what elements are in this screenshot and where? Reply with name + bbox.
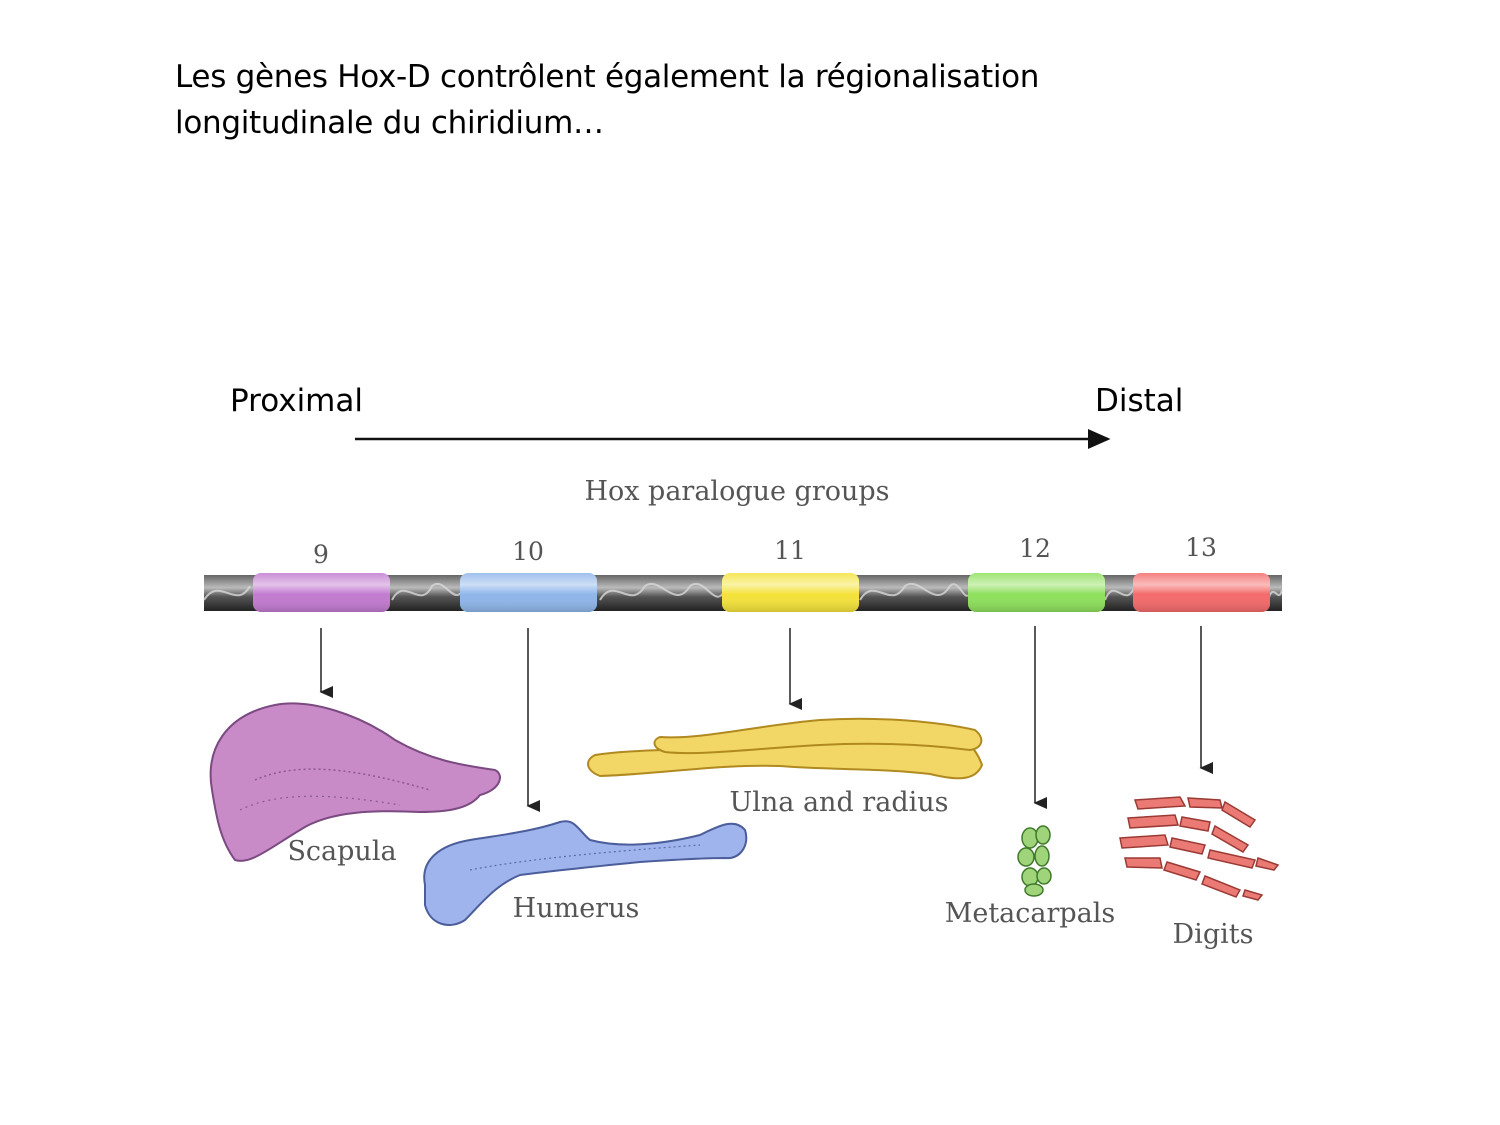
bone-label-scapula: Scapula <box>287 836 396 867</box>
ulna-radius-illustration <box>587 717 984 780</box>
hox-cluster-bar <box>203 573 1283 612</box>
digits-illustration <box>1119 796 1280 901</box>
scapula-illustration <box>209 702 501 862</box>
gene-blocks <box>253 573 1270 612</box>
humerus-illustration <box>423 820 748 926</box>
bone-label-ulna-radius: Ulna and radius <box>730 787 949 818</box>
metacarpals-illustration <box>1017 825 1052 897</box>
distal-label: Distal <box>1095 383 1184 419</box>
bone-label-humerus: Humerus <box>513 893 640 924</box>
bone-label-metacarpals: Metacarpals <box>945 898 1116 929</box>
proximal-label: Proximal <box>230 383 363 419</box>
gene-to-bone-arrows <box>319 626 1213 812</box>
group-number-13: 13 <box>1185 533 1217 562</box>
title-line-1: Les gènes Hox-D contrôlent également la … <box>175 59 1040 95</box>
group-number-9: 9 <box>313 540 329 569</box>
dna-helix-pattern <box>203 582 1283 601</box>
group-number-12: 12 <box>1019 534 1051 563</box>
title-line-2: longitudinale du chiridium… <box>175 105 604 141</box>
slide-title: Les gènes Hox-D contrôlent également la … <box>175 54 1175 146</box>
group-number-11: 11 <box>774 536 806 565</box>
bone-label-digits: Digits <box>1173 919 1254 950</box>
figure-heading: Hox paralogue groups <box>584 476 889 507</box>
group-number-10: 10 <box>512 537 544 566</box>
